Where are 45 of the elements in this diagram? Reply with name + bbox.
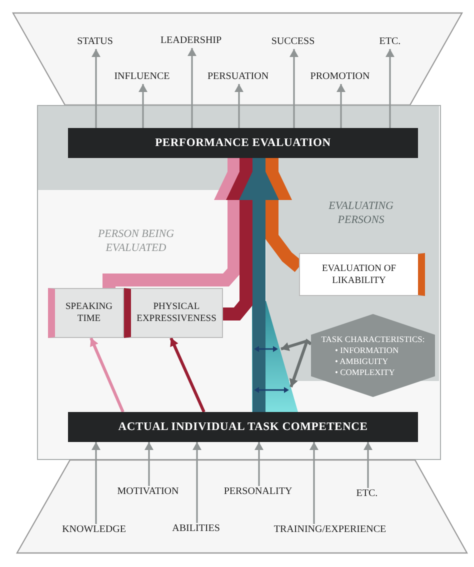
arrow: [386, 49, 394, 128]
region-label: PERSON BEING EVALUATED: [96, 227, 176, 255]
factor-label: MOTIVATION: [113, 485, 183, 498]
hexagon: [311, 314, 435, 397]
factor-label: ABILITIES: [166, 522, 226, 535]
flow-arrow: [239, 158, 279, 412]
box-label: PHYSICAL EXPRESSIVENESS: [136, 301, 218, 325]
title-bar: ACTUAL INDIVIDUAL TASK COMPETENCE: [68, 412, 418, 442]
list-item: • AMBIGUITY: [335, 356, 390, 367]
heading: TASK CHARACTERISTICS:: [320, 334, 426, 345]
arrow: [92, 49, 100, 128]
factor-label: TRAINING/EXPERIENCE: [265, 523, 395, 536]
arrow: [234, 84, 244, 128]
arrow: [192, 442, 202, 523]
title-bar: PERFORMANCE EVALUATION: [68, 128, 418, 158]
arrow: [188, 48, 196, 128]
factor-label: ETC.: [370, 35, 410, 48]
arrow: [310, 442, 318, 524]
arrow: [289, 338, 312, 388]
factor-box: [124, 288, 223, 338]
arrow: [254, 442, 264, 486]
factor-label: PERSUATION: [198, 70, 278, 83]
factor-box: [299, 253, 425, 296]
arrow: [364, 442, 372, 488]
box-label: SPEAKING TIME: [64, 301, 114, 325]
list-item: • INFORMATION: [335, 345, 400, 356]
arrow: [90, 337, 124, 413]
list-item: • COMPLEXITY: [335, 367, 396, 378]
arrow: [290, 49, 298, 128]
factor-label: PROMOTION: [300, 70, 380, 83]
factor-label: LEADERSHIP: [151, 34, 231, 47]
factor-box: [48, 288, 124, 338]
factor-label: PERSONALITY: [218, 485, 298, 498]
factor-label: INFLUENCE: [107, 70, 177, 83]
arrow: [138, 84, 148, 128]
arrow: [144, 442, 154, 486]
region-label: EVALUATING PERSONS: [328, 199, 394, 227]
arrow: [170, 337, 206, 413]
factor-label: ETC.: [347, 487, 387, 500]
factor-label: KNOWLEDGE: [58, 523, 130, 536]
factor-label: STATUS: [65, 35, 125, 48]
arrow: [336, 84, 346, 128]
box-label: EVALUATION OF LIKABILITY: [321, 262, 397, 286]
factor-label: SUCCESS: [258, 35, 328, 48]
arrow: [92, 442, 100, 524]
